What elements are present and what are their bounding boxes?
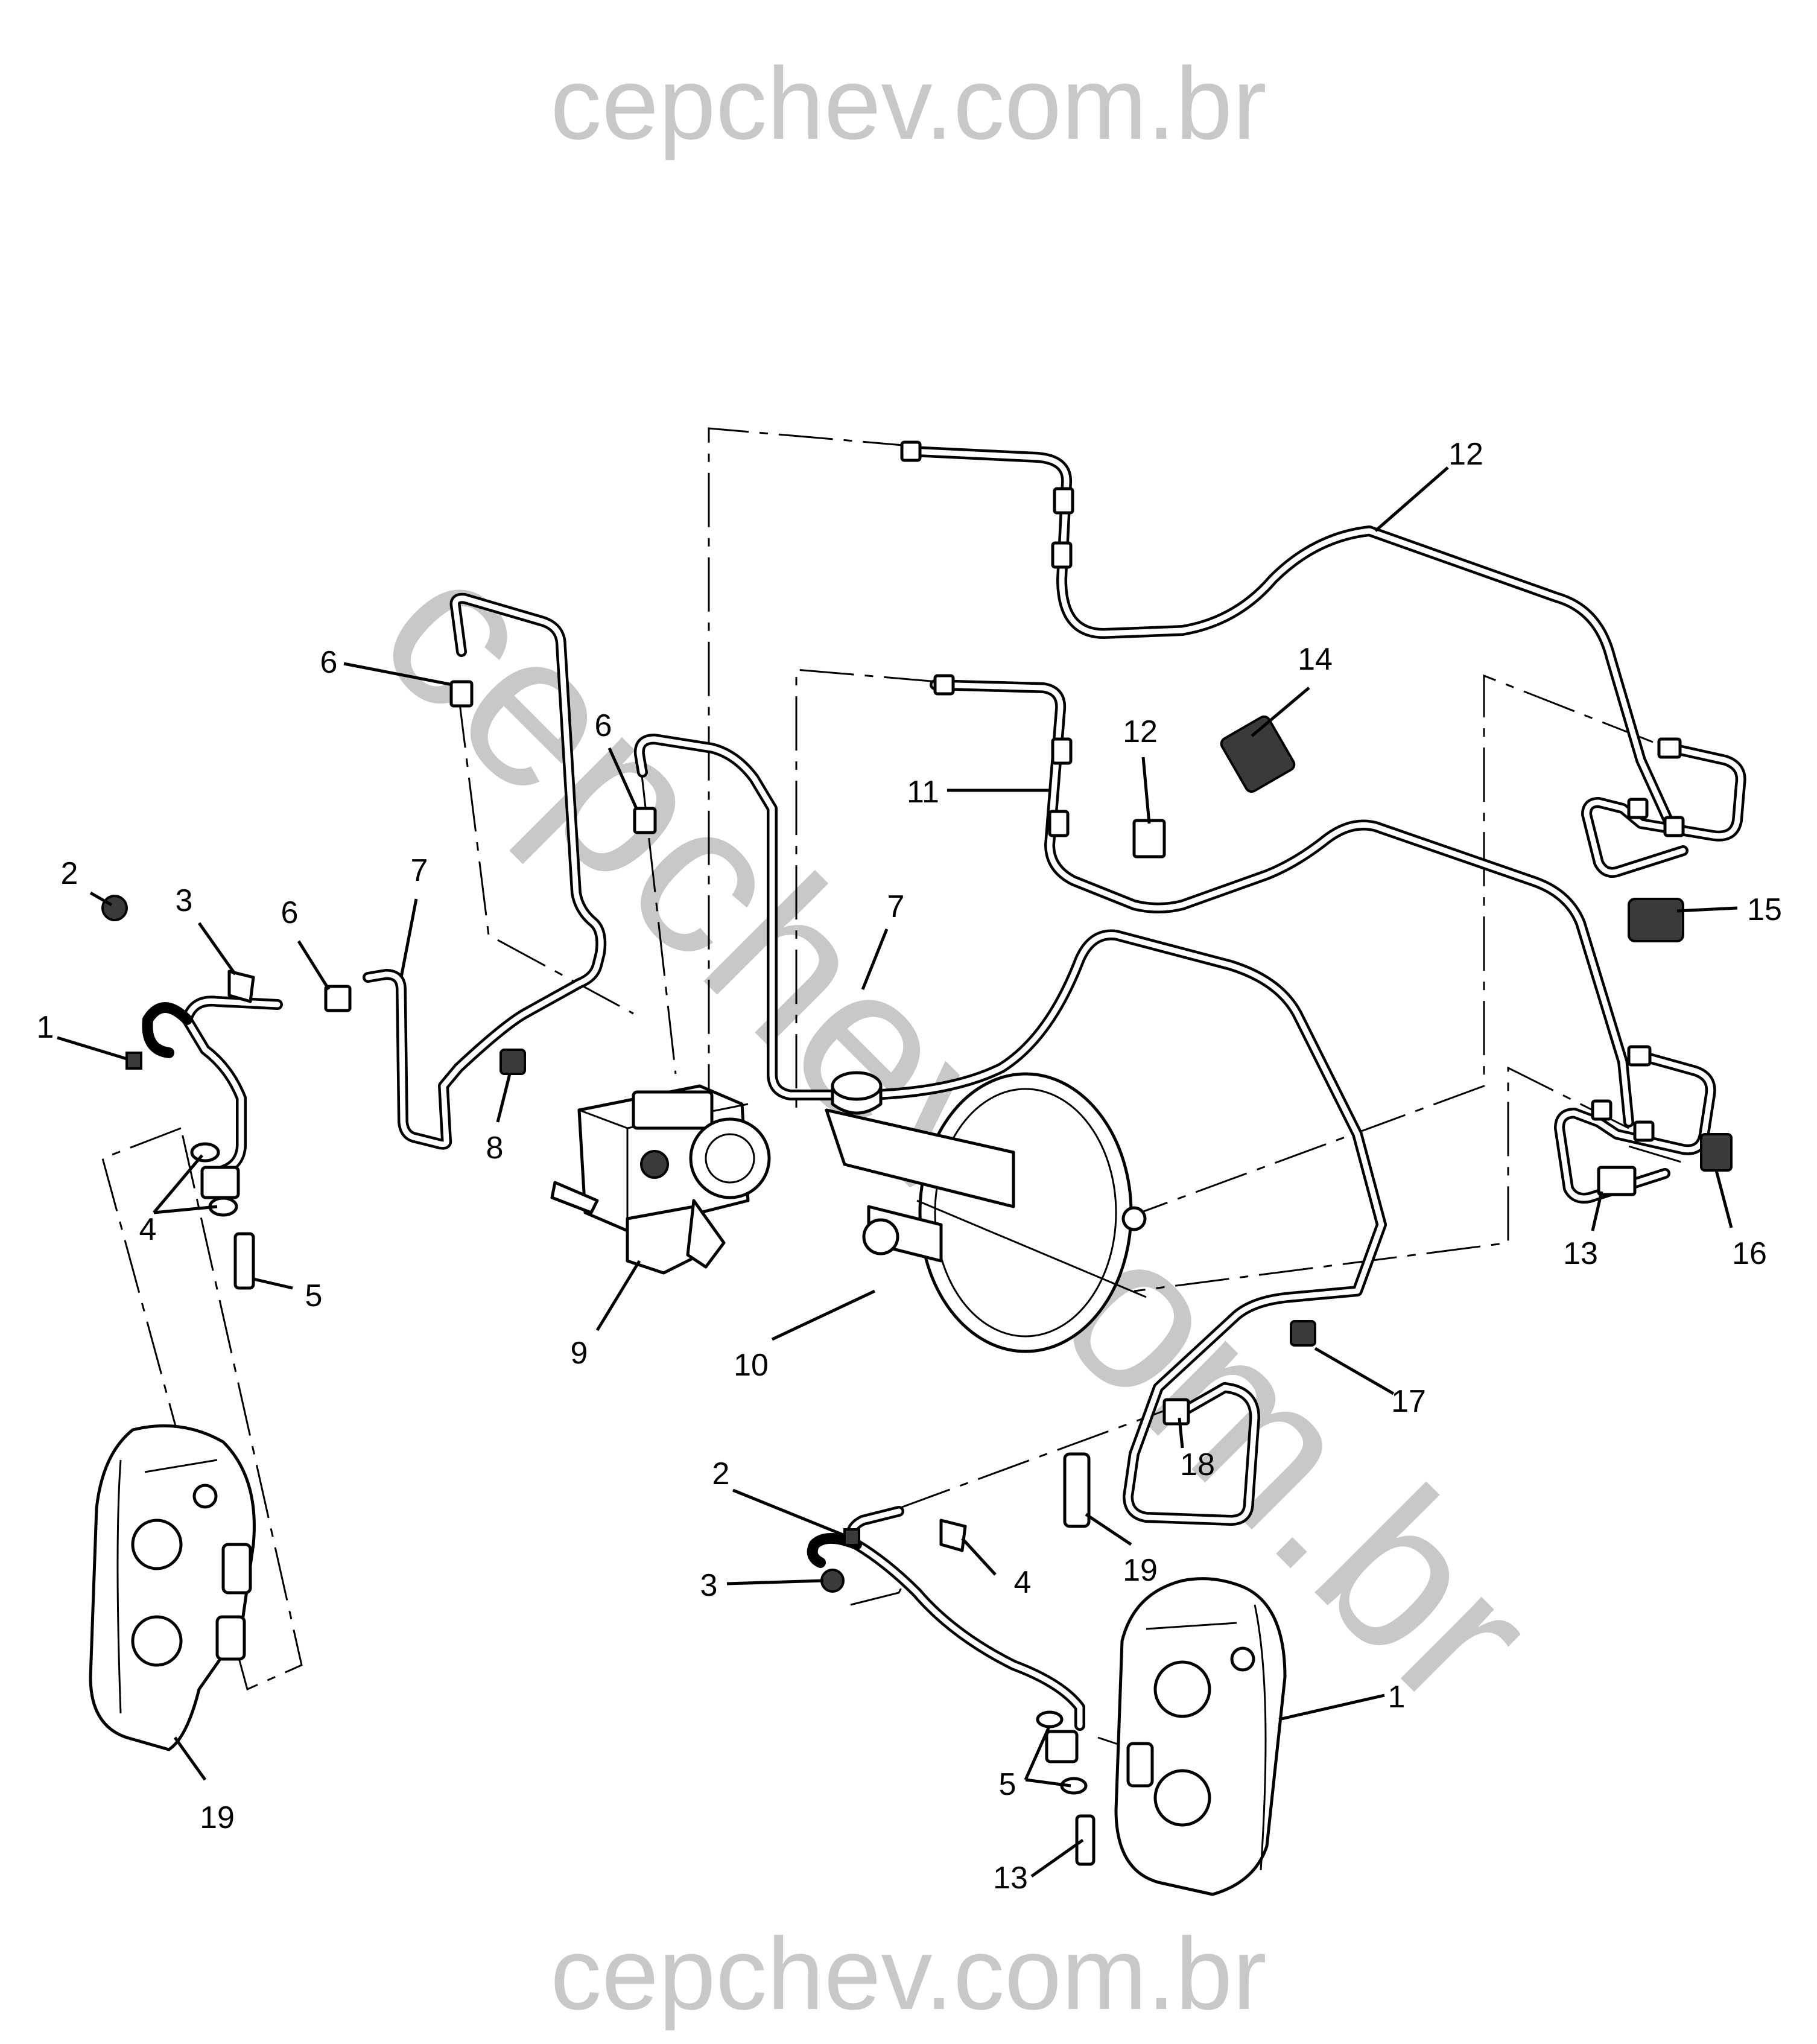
callout-12-upper: 12 [1123, 714, 1158, 749]
clip-12-lower [1597, 1166, 1637, 1196]
callout-7-center: 7 [887, 889, 905, 924]
callout-19-left: 19 [200, 1800, 235, 1835]
bleeder-1-left [125, 1052, 142, 1070]
clip-3-right [939, 1519, 967, 1552]
bolt-2-left [101, 895, 128, 921]
callout-11: 11 [907, 775, 939, 810]
caliper-19-right [1114, 1577, 1287, 1896]
callout-14: 12 [1448, 437, 1483, 472]
leader-lines [57, 466, 1738, 1878]
washer-4a-left [190, 1142, 220, 1163]
fitting-6-left [324, 985, 352, 1012]
bleeder-1-right [843, 1528, 860, 1546]
bolt-5-right [1075, 1814, 1096, 1866]
fitting-17 [1162, 1398, 1190, 1426]
callout-6-left: 6 [281, 895, 299, 930]
callout-12-lower: 13 [1563, 1236, 1598, 1271]
caliper-19-left [89, 1424, 256, 1751]
phantom-lines [101, 427, 1690, 1751]
clip-12-upper [1132, 819, 1166, 859]
callout-6-mid: 6 [595, 708, 612, 743]
fitting-6-mid [633, 807, 657, 834]
callout-7-left: 7 [411, 853, 428, 888]
callout-19-right: 1 [1388, 1680, 1406, 1715]
callout-1-left: 1 [37, 1010, 54, 1045]
callout-8: 8 [486, 1131, 504, 1166]
callout-10: 10 [734, 1348, 769, 1383]
callout-18: 19 [1123, 1553, 1158, 1588]
callout-6-top: 6 [320, 645, 338, 680]
callout-9: 9 [571, 1336, 588, 1371]
clip-16 [1290, 1320, 1316, 1347]
callout-15: 16 [1732, 1236, 1767, 1271]
bolt-5-left [233, 1232, 255, 1290]
clip-13-lower [1628, 898, 1684, 942]
callout-13-upper: 14 [1298, 642, 1333, 677]
clip-3-left [227, 970, 255, 1003]
booster-master-cylinder-10 [825, 1071, 1147, 1353]
callout-17: 18 [1180, 1447, 1215, 1482]
callout-2-left: 2 [61, 856, 78, 891]
callout-4-right: 5 [999, 1767, 1016, 1802]
washer-4a-right [1036, 1710, 1064, 1728]
callout-3-left: 3 [176, 883, 193, 918]
clip-8 [499, 1049, 526, 1075]
hose-18 [1063, 1452, 1091, 1528]
block-15 [1700, 1133, 1733, 1172]
callout-13-lower: 15 [1747, 892, 1782, 927]
abs-module-9 [550, 1084, 771, 1275]
callout-5-right: 13 [993, 1861, 1028, 1896]
callout-5-left: 5 [305, 1278, 323, 1313]
banjo-left [200, 1166, 240, 1199]
callout-16: 17 [1391, 1384, 1426, 1419]
callout-labels: 12 14 11 12 15 7 6 6 6 7 2 3 1 4 5 8 9 1… [37, 437, 1782, 1896]
watermark-bottom: cepchev.com.br [550, 1917, 1266, 2031]
fitting-6-top [449, 680, 474, 708]
clip-13-upper [1220, 715, 1296, 793]
banjo-right [1045, 1730, 1079, 1763]
watermark-top: cepchev.com.br [550, 46, 1266, 161]
bolt-2-right [820, 1569, 845, 1593]
callout-4-left: 4 [139, 1212, 157, 1247]
callout-2-right: 3 [700, 1568, 718, 1603]
callout-3-right: 4 [1014, 1565, 1032, 1600]
callout-1-right: 2 [712, 1456, 730, 1491]
